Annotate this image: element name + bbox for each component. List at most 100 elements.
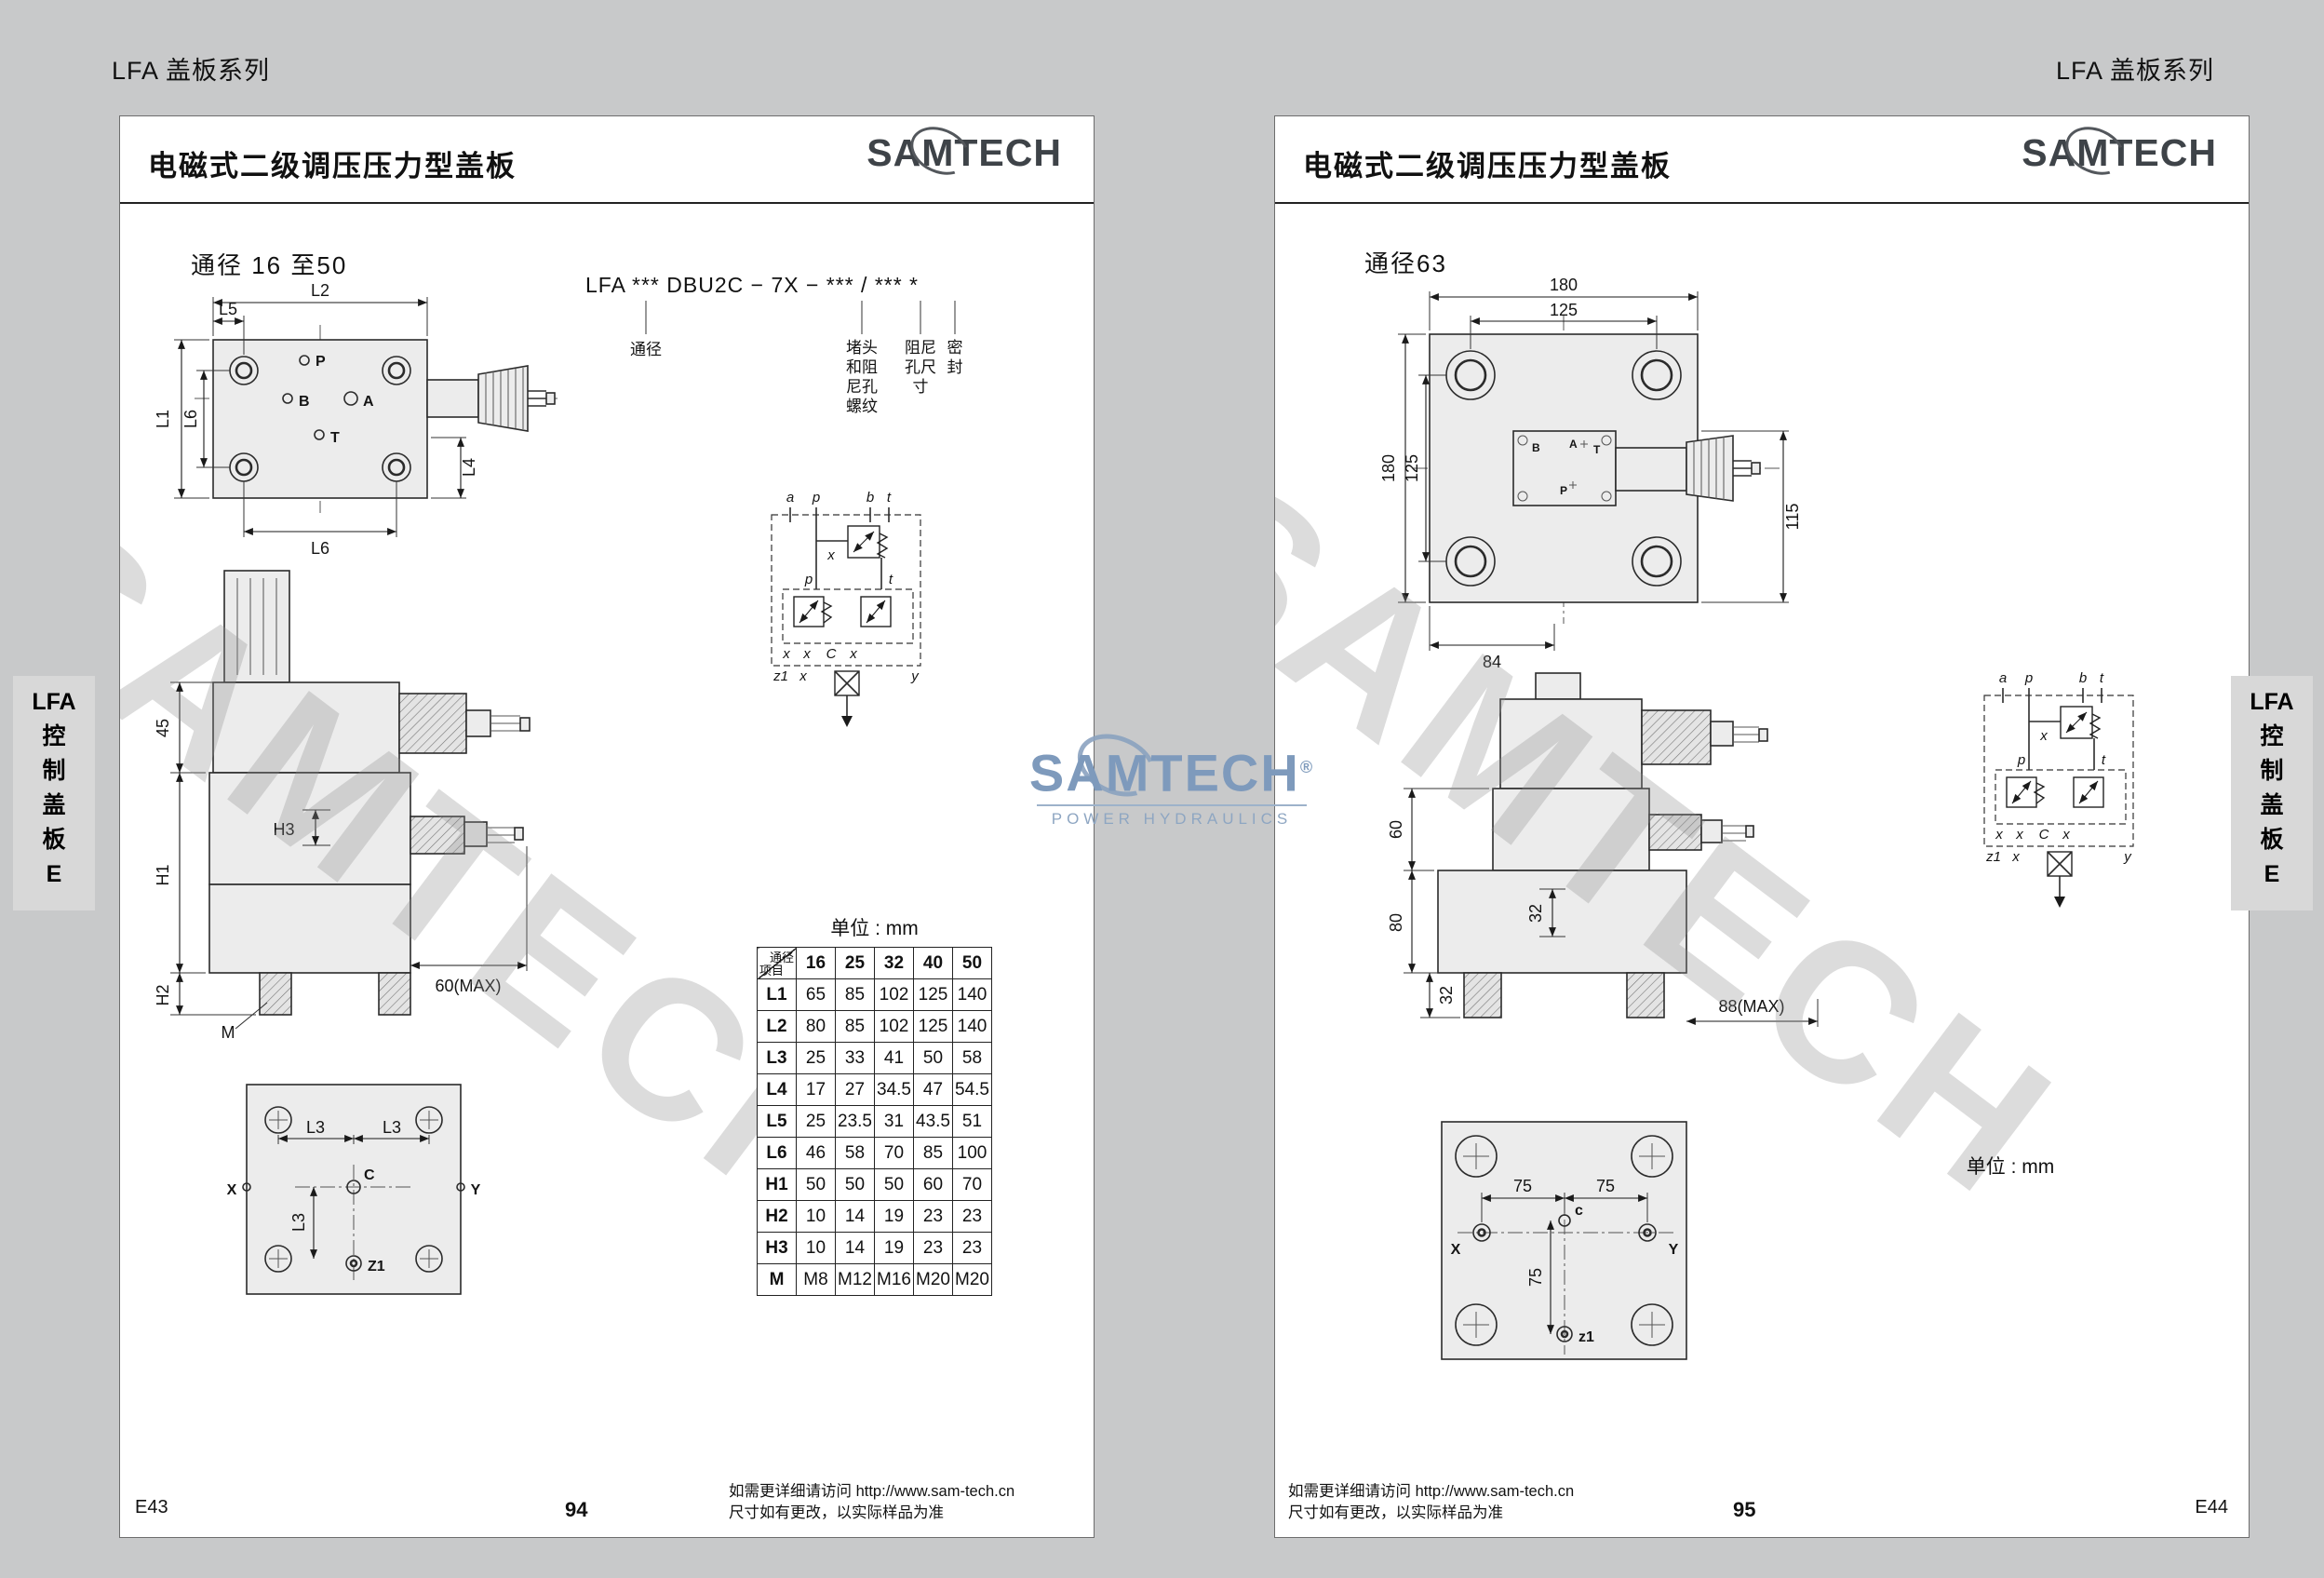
cell: 51 — [952, 1105, 992, 1138]
dim-label-60: 60 — [1387, 820, 1405, 839]
dim-label-180-top: 180 — [1550, 276, 1578, 294]
page-right: SAMTECH 电磁式二级调压压力型盖板 SAMTECH 通径63 单位 : m… — [1274, 115, 2250, 1538]
order-code-ann-seal: 密 封 — [947, 339, 963, 376]
dim-label-125-top: 125 — [1550, 301, 1578, 319]
schematic-label-x-pilot: x — [826, 547, 835, 563]
cell: 50 — [796, 1168, 836, 1201]
dim-label-84: 84 — [1483, 653, 1501, 671]
order-code-ann-bore: 通径 — [630, 341, 662, 358]
schematic-label-y: y — [2123, 849, 2132, 865]
center-logo-text: SAMTECH — [1028, 743, 1300, 802]
bottom-view-drawing: X c Y z1 75 75 75 — [1441, 1121, 1687, 1360]
page-footer: 如需更详细请访问 http://www.sam-tech.cn 尺寸如有更改，以… — [1275, 1474, 2249, 1526]
table-row: L2 80 85 102 125 140 — [757, 1010, 992, 1043]
cell: 10 — [796, 1232, 836, 1264]
footer-note-disclaimer: 尺寸如有更改，以实际样品为准 — [729, 1504, 944, 1521]
cell: 50 — [913, 1042, 953, 1074]
footer-note-url: 如需更详细请访问 http://www.sam-tech.cn — [1288, 1483, 1575, 1500]
dim-label-l2: L2 — [311, 281, 329, 300]
cell: 50 — [874, 1168, 914, 1201]
order-code: LFA *** DBU2C − 7X − *** / *** * — [585, 273, 920, 297]
schematic-label-t: t — [887, 490, 892, 506]
row-label: L3 — [757, 1042, 797, 1074]
side-view-drawing: 45 H1 H2 H3 M 60(MAX) — [154, 570, 531, 1042]
running-head-left: LFA 盖板系列 — [112, 57, 271, 85]
order-code-ann-orifice: 阻尼 孔尺 寸 — [905, 339, 936, 396]
page-number: 94 — [565, 1498, 588, 1521]
cell: 19 — [874, 1232, 914, 1264]
dim-label-h3: H3 — [273, 820, 294, 839]
schematic-label-x1: x — [1995, 827, 2003, 843]
cell: M20 — [913, 1263, 953, 1296]
table-row: H2 10 14 19 23 23 — [757, 1200, 992, 1233]
dimension-table-grid: 通径 项目 16 25 32 40 50 L1 65 85 102 — [757, 947, 992, 1296]
cell: 23 — [952, 1232, 992, 1264]
cell: 33 — [835, 1042, 875, 1074]
dim-label-80: 80 — [1387, 913, 1405, 932]
dim-label-l3-c: L3 — [289, 1213, 308, 1232]
footer-notes: 如需更详细请访问 http://www.sam-tech.cn 尺寸如有更改，以… — [1288, 1481, 1574, 1524]
dim-label-l6-bottom: L6 — [311, 539, 329, 558]
dim-label-h1: H1 — [154, 864, 172, 885]
samtech-center-logo: SAMTECH® POWER HYDRAULICS — [1018, 722, 1325, 829]
dim-label-75-a: 75 — [1513, 1177, 1532, 1195]
page-left: SAMTECH 电磁式二级调压压力型盖板 SAMTECH 通径 16 至50 L… — [119, 115, 1095, 1538]
cell: 102 — [874, 1010, 914, 1043]
row-label: M — [757, 1263, 797, 1296]
port-label-p: P — [316, 354, 326, 370]
port-label-p: P — [1560, 484, 1567, 497]
side-tab-left: LFA 控 制 盖 板 E — [13, 676, 95, 910]
bore-size-label: 通径63 — [1364, 250, 1447, 277]
cell: M16 — [874, 1263, 914, 1296]
port-label-b: B — [1532, 441, 1540, 454]
dim-label-m: M — [222, 1023, 235, 1042]
schematic-label-x3: x — [2062, 827, 2070, 843]
schematic-label-y: y — [910, 668, 920, 684]
cell: 43.5 — [913, 1105, 953, 1138]
row-label: H3 — [757, 1232, 797, 1264]
table-row: H1 50 50 50 60 70 — [757, 1168, 992, 1201]
schematic-label-x-pilot: x — [2039, 728, 2048, 744]
side-tab-right: LFA 控 制 盖 板 E — [2231, 676, 2313, 910]
port-label-z1: z1 — [1578, 1329, 1594, 1345]
cell: 14 — [835, 1232, 875, 1264]
cell: 65 — [796, 978, 836, 1011]
table-row: L6 46 58 70 85 100 — [757, 1137, 992, 1169]
corner-label-bottom: 项目 — [759, 964, 785, 978]
dim-label-60max: 60(MAX) — [435, 977, 501, 995]
cell: M20 — [952, 1263, 992, 1296]
samtech-logo-text: SAMTECH — [866, 131, 1062, 174]
samtech-logo-left: SAMTECH — [866, 117, 1062, 184]
row-label: L1 — [757, 978, 797, 1011]
port-label-y: Y — [471, 1182, 481, 1198]
col-header: 25 — [835, 947, 875, 979]
schematic-label-c: C — [826, 646, 837, 662]
port-label-y: Y — [1669, 1242, 1679, 1258]
footer-note-url: 如需更详细请访问 http://www.sam-tech.cn — [729, 1483, 1015, 1500]
table-row: H3 10 14 19 23 23 — [757, 1232, 992, 1264]
cell: 70 — [952, 1168, 992, 1201]
cell: 17 — [796, 1073, 836, 1106]
cell: 23 — [952, 1200, 992, 1233]
unit-label: 单位 : mm — [830, 918, 919, 939]
dim-label-l6-left: L6 — [181, 410, 200, 428]
dim-label-l4: L4 — [460, 458, 478, 477]
order-code-ann-plug: 堵头 和阻 尼孔 螺纹 — [846, 339, 878, 415]
dim-label-115: 115 — [1783, 504, 1802, 531]
table-header-row: 通径 项目 16 25 32 40 50 — [757, 947, 992, 979]
schematic-label-a: a — [786, 490, 794, 506]
dimension-table: 单位 : mm 通径 项目 16 25 32 40 50 — [757, 913, 992, 1296]
cell: 58 — [952, 1042, 992, 1074]
schematic-label-x2: x — [2015, 827, 2023, 843]
cell: 54.5 — [952, 1073, 992, 1106]
schematic-label-t-mid: t — [889, 572, 893, 587]
right-page-drawing: B A T P 180 — [1379, 276, 2134, 1360]
dim-label-32-left: 32 — [1437, 986, 1456, 1005]
port-label-t: T — [330, 430, 340, 446]
top-view-drawing: B A T P 180 — [1379, 276, 1802, 671]
cell: 23 — [913, 1232, 953, 1264]
cell: 10 — [796, 1200, 836, 1233]
table-row: L3 25 33 41 50 58 — [757, 1042, 992, 1074]
port-label-z1: Z1 — [368, 1259, 385, 1275]
page-footer: E43 94 如需更详细请访问 http://www.sam-tech.cn 尺… — [120, 1474, 1094, 1526]
